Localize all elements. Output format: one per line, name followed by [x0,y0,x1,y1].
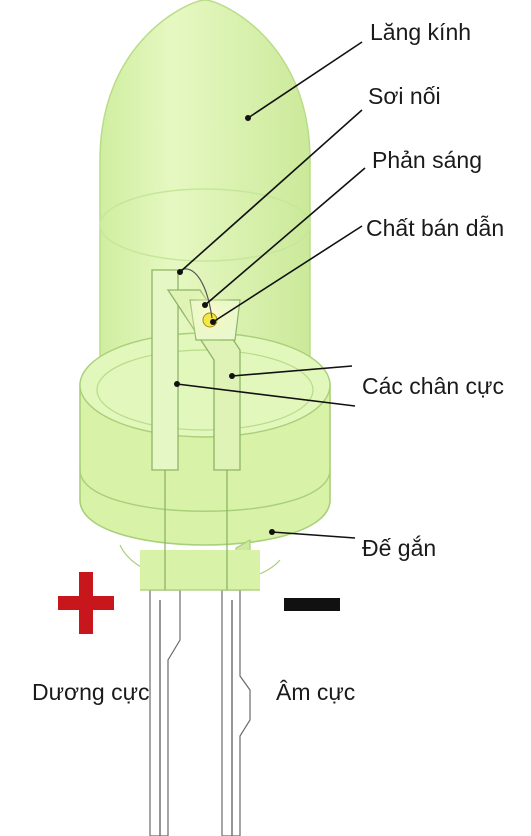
label-leads: Các chân cực [362,373,504,399]
cathode-lead [222,590,250,836]
flange-top-rim [80,333,330,437]
minus-sign-icon [284,598,340,611]
label-wire: Sơi nối [368,83,441,109]
led-leads [150,590,250,836]
label-negative: Âm cực [276,679,355,705]
anode-lead [150,590,180,836]
label-semiconductor: Chất bán dẫn [366,215,504,241]
label-reflector: Phản sáng [372,147,482,173]
label-base: Đế gắn [362,535,436,561]
plus-sign-icon [58,572,114,634]
label-positive: Dương cực [32,679,149,705]
label-lens: Lăng kính [370,19,471,45]
